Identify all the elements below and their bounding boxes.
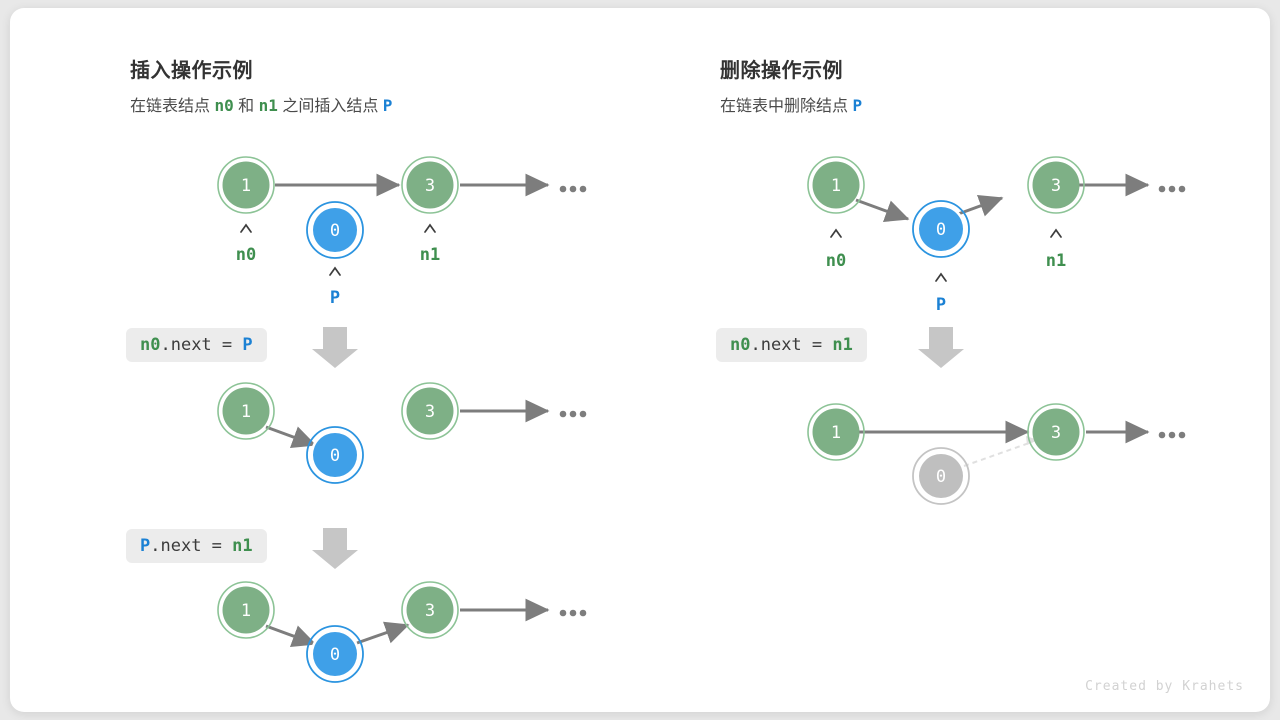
label-n1: n1 — [1046, 251, 1066, 271]
insert-diagram: 1 n0 0 P 3 n1 — [217, 156, 587, 683]
ellipsis-row2 — [1158, 431, 1186, 439]
panel-insert: 插入操作示例 在链表结点 n0 和 n1 之间插入结点 P n0.next = … — [10, 8, 640, 712]
panel-insert-subtitle: 在链表结点 n0 和 n1 之间插入结点 P — [130, 92, 392, 116]
down-arrow-icon-2 — [312, 528, 358, 569]
node-value: 0 — [330, 645, 340, 665]
code-token-p: P — [140, 536, 151, 556]
node-0-row3: 0 — [306, 625, 364, 683]
code-token-n1: n1 — [832, 335, 853, 355]
panel-delete-subtitle: 在链表中删除结点 P — [720, 92, 862, 116]
code-token-n0: n0 — [140, 335, 161, 355]
panel-insert-title: 插入操作示例 — [130, 60, 253, 82]
code-token-next: .next = — [160, 335, 243, 355]
node-3-row2: 3 — [1027, 403, 1085, 461]
label-n0: n0 — [236, 245, 256, 265]
subtitle-var-p: P — [382, 96, 393, 115]
node-0-row2: 0 — [306, 426, 364, 484]
code-token-next: .next = — [750, 335, 833, 355]
node-value: 0 — [936, 220, 946, 240]
subtitle-var-n1: n1 — [258, 96, 278, 115]
node-value: 1 — [241, 601, 251, 621]
node-p-row1: 0 — [912, 200, 970, 258]
node-value: 3 — [425, 176, 435, 196]
label-n0: n0 — [826, 251, 846, 271]
node-value: 3 — [1051, 176, 1061, 196]
ellipsis-row1 — [559, 185, 587, 193]
label-p: P — [936, 295, 946, 315]
node-1-row3: 1 — [217, 581, 275, 639]
subtitle-part: 和 — [233, 98, 259, 115]
ellipsis-row2 — [559, 410, 587, 418]
subtitle-part: 在链表中删除结点 — [720, 98, 853, 115]
node-n0-row1: 1 — [807, 156, 865, 214]
down-arrow-icon-1 — [918, 327, 964, 368]
down-arrow-icon-1 — [312, 327, 358, 368]
code-box-insert-step1: n0.next = P — [126, 328, 267, 362]
node-value: 3 — [425, 601, 435, 621]
ellipsis-row1 — [1158, 185, 1186, 193]
node-3-row2: 3 — [401, 382, 459, 440]
subtitle-part: 之间插入结点 — [277, 98, 383, 115]
node-value: 1 — [831, 176, 841, 196]
diagram-card: 插入操作示例 在链表结点 n0 和 n1 之间插入结点 P n0.next = … — [10, 8, 1270, 712]
caret-icon — [424, 223, 436, 233]
ellipsis-row3 — [559, 609, 587, 617]
node-n1-row1: 3 — [1027, 156, 1085, 214]
node-n0-row1: 1 — [217, 156, 275, 214]
subtitle-part: 在链表结点 — [130, 98, 215, 115]
code-token-n0: n0 — [730, 335, 751, 355]
node-1-row2: 1 — [807, 403, 865, 461]
watermark: Created by Krahets — [1085, 679, 1244, 694]
node-n1-row1: 3 — [401, 156, 459, 214]
node-value: 3 — [1051, 423, 1061, 443]
delete-diagram: 1 n0 0 P 3 n1 — [807, 156, 1186, 505]
code-token-next: .next = — [150, 536, 233, 556]
node-value: 0 — [330, 446, 340, 466]
code-token-n1: n1 — [232, 536, 253, 556]
caret-icon — [935, 272, 947, 282]
node-0-removed-row2: 0 — [912, 447, 970, 505]
caret-icon — [329, 266, 341, 276]
subtitle-var-n0: n0 — [214, 96, 234, 115]
node-value: 1 — [831, 423, 841, 443]
code-token-p: P — [242, 335, 253, 355]
node-value: 3 — [425, 402, 435, 422]
node-value: 0 — [936, 467, 946, 487]
label-p: P — [330, 288, 340, 308]
node-value: 1 — [241, 402, 251, 422]
caret-icon — [830, 228, 842, 238]
node-value: 1 — [241, 176, 251, 196]
node-value: 0 — [330, 221, 340, 241]
node-1-row2: 1 — [217, 382, 275, 440]
panel-delete-title: 删除操作示例 — [720, 60, 843, 82]
dashed-removed-link — [963, 441, 1033, 467]
code-box-insert-step2: P.next = n1 — [126, 529, 267, 563]
caret-icon — [240, 223, 252, 233]
panel-delete: 删除操作示例 在链表中删除结点 P n0.next = n1 1 n0 — [640, 8, 1270, 712]
subtitle-var-p: P — [852, 96, 863, 115]
node-p-row1: 0 — [306, 201, 364, 259]
caret-icon — [1050, 228, 1062, 238]
node-3-row3: 3 — [401, 581, 459, 639]
label-n1: n1 — [420, 245, 440, 265]
code-box-delete-step1: n0.next = n1 — [716, 328, 867, 362]
